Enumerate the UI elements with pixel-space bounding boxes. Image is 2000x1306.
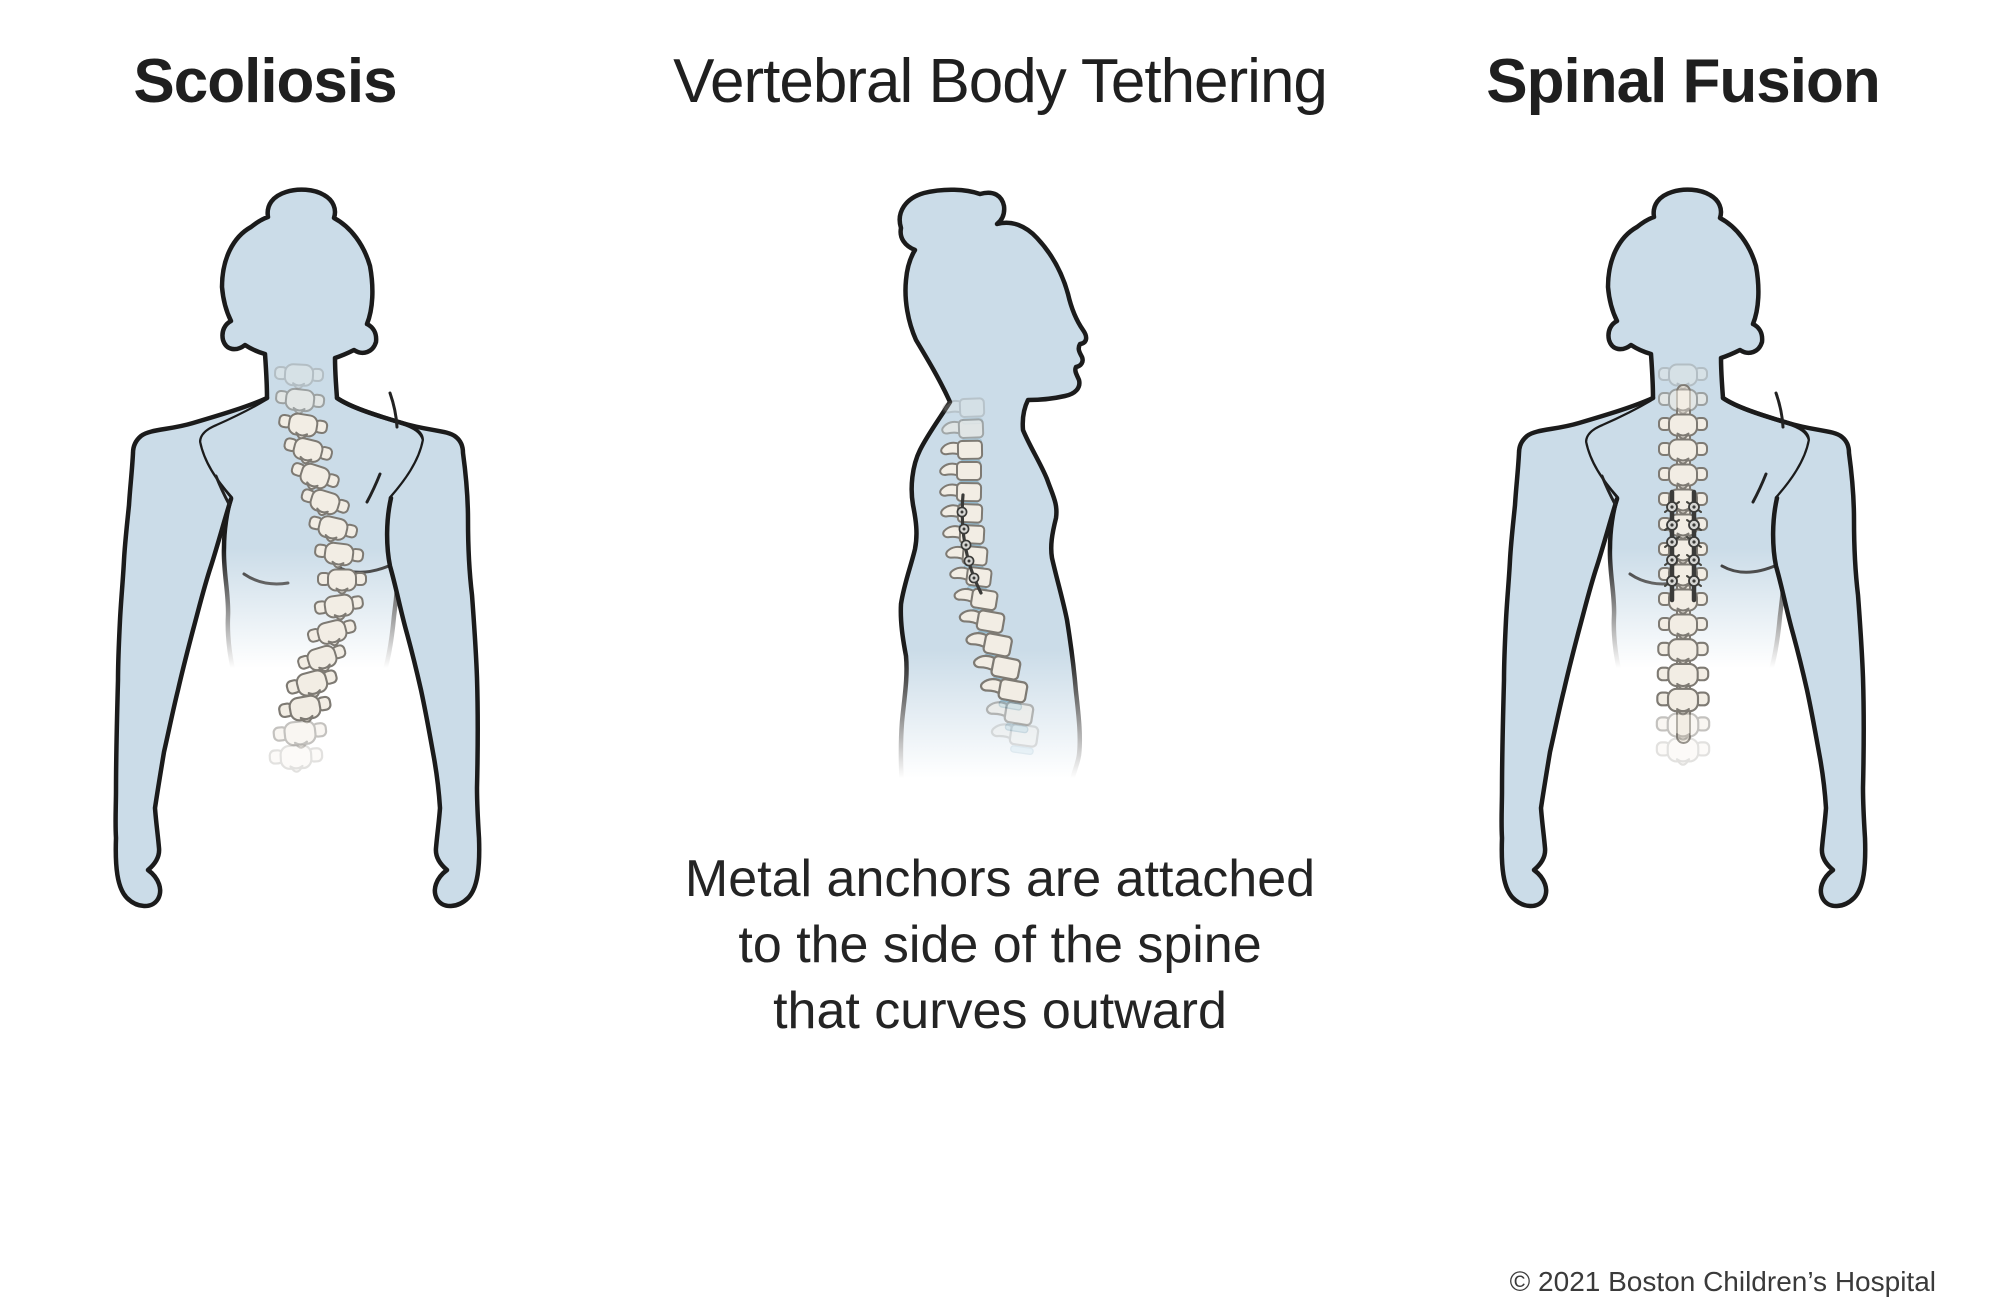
caption-line: to the side of the spine (738, 916, 1262, 975)
title-vertebral-body-tethering: Vertebral Body Tethering (673, 47, 1328, 116)
fusion-rods-and-screws (1664, 489, 1702, 603)
body-silhouette-back (116, 190, 480, 906)
caption-line: Metal anchors are attached (684, 850, 1316, 908)
figure-scoliosis (116, 190, 480, 906)
tether-with-metal-anchors (956, 493, 983, 595)
copyright-notice: © 2021 Boston Children’s Hospital (1509, 1266, 1936, 1297)
tethering-caption: Metal anchors are attached to the side o… (600, 846, 1400, 1044)
figure-spinal-fusion (1502, 190, 1866, 906)
title-scoliosis: Scoliosis (133, 47, 397, 116)
title-spinal-fusion: Spinal Fusion (1486, 47, 1880, 116)
figure-vertebral-body-tethering (872, 187, 1108, 840)
caption-line: that curves outward (773, 982, 1227, 1041)
